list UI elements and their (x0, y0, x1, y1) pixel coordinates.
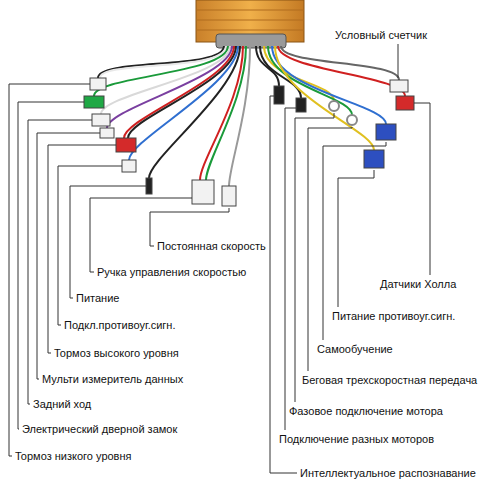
wire-label: Беговая трехскоростная передача (302, 374, 477, 386)
wire-label: Питание противоуг.сигн. (332, 310, 455, 322)
controller-box (196, 0, 304, 48)
wire-label: Постоянная скорость (157, 240, 266, 252)
wire-label: Фазовое подключение мотора (289, 405, 443, 417)
wire-label: Мульти измеритель данных (42, 373, 183, 385)
wire-label: Электрический дверной замок (22, 423, 177, 435)
wire-bundle (94, 46, 405, 186)
wire-label: Подкл.противоуг.сигн. (64, 319, 175, 331)
wire-label: Датчики Холла (380, 278, 456, 290)
wire-label: Питание (76, 292, 119, 304)
wire-label: Самообучение (317, 343, 393, 355)
connector-plugs (84, 78, 414, 206)
wire-label: Интеллектуальное распознавание (300, 467, 476, 479)
wire-label: Тормоз низкого уровня (15, 450, 132, 462)
wire-label: Подключение разных моторов (279, 433, 434, 445)
wire-label: Задний ход (33, 398, 91, 410)
wire-label: Условный счетчик (335, 29, 427, 41)
wire-label: Ручка управления скоростью (97, 266, 246, 278)
wire-label: Тормоз высокого уровня (54, 347, 179, 359)
